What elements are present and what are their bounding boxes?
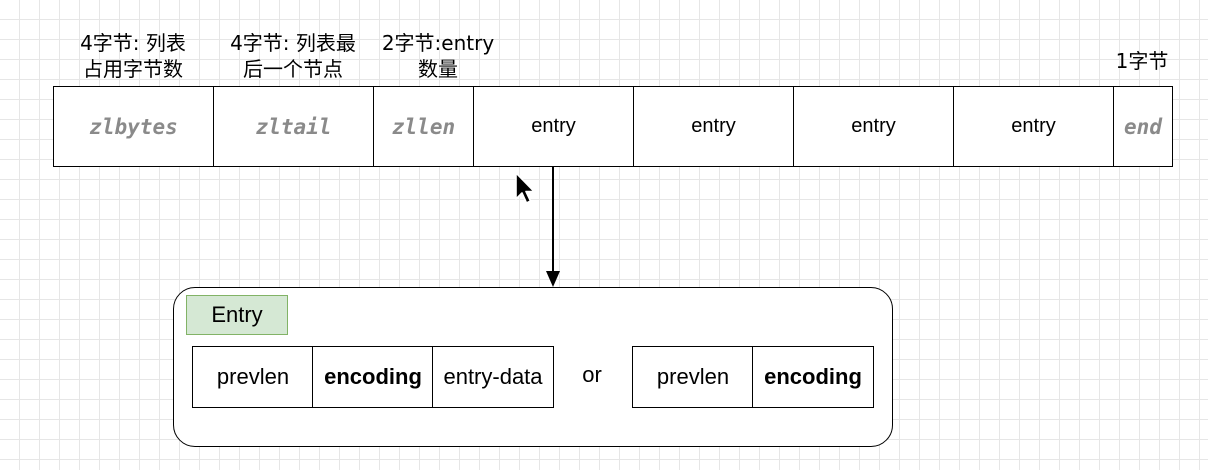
- entry-cell: entry: [633, 86, 794, 167]
- annotation-line: 2字节:entry: [381, 31, 495, 55]
- zltail-cell: zltail: [213, 86, 374, 167]
- end-cell: end: [1113, 86, 1173, 167]
- or-separator: or: [582, 362, 602, 387]
- annotation-line: 4字节: 列表: [80, 31, 186, 55]
- encoding-cell: encoding: [752, 346, 874, 408]
- entry-cell: entry: [953, 86, 1114, 167]
- annotation-line: 4字节: 列表最: [230, 31, 356, 55]
- zllen-annotation: 2字节:entry 数量: [368, 30, 508, 82]
- annotation-line: 数量: [418, 57, 458, 81]
- entry-cell: entry: [793, 86, 954, 167]
- encoding-cell: encoding: [312, 346, 434, 408]
- zltail-annotation: 4字节: 列表最 后一个节点: [203, 30, 383, 82]
- arrow-head: [546, 271, 560, 287]
- prevlen-cell: prevlen: [632, 346, 754, 408]
- entry-title-tag: Entry: [186, 295, 288, 335]
- end-annotation: 1字节: [1115, 49, 1169, 73]
- entry-data-cell: entry-data: [432, 346, 554, 408]
- mouse-cursor-icon: [515, 172, 535, 204]
- zlbytes-annotation: 4字节: 列表 占用字节数: [53, 30, 213, 82]
- entry-cell: entry: [473, 86, 634, 167]
- zllen-cell: zllen: [373, 86, 474, 167]
- annotation-line: 后一个节点: [243, 57, 343, 81]
- prevlen-cell: prevlen: [192, 346, 314, 408]
- annotation-line: 占用字节数: [83, 57, 183, 81]
